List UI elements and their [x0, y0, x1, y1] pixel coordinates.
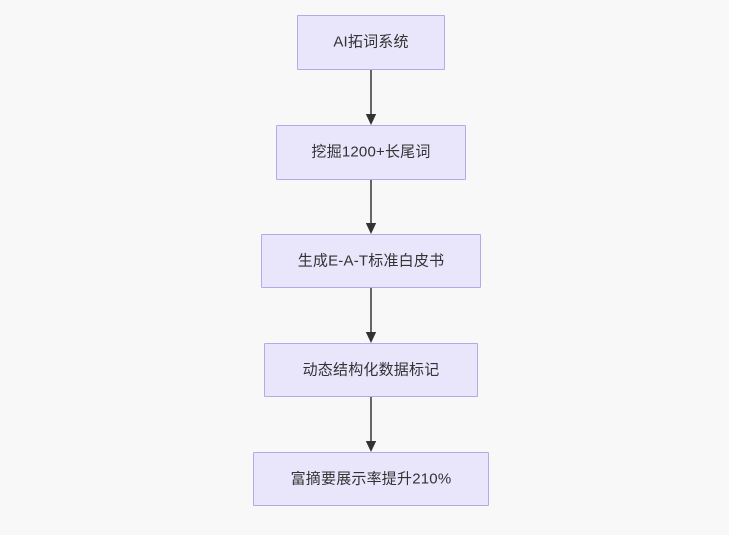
arrow-down-icon	[365, 288, 377, 343]
edge-node-3-to-node-4	[361, 288, 381, 344]
flow-node-label: 富摘要展示率提升210%	[290, 470, 452, 487]
flow-node-label: AI拓词系统	[333, 33, 409, 51]
flow-node-label: 动态结构化数据标记	[302, 361, 440, 378]
flow-node-ai-keyword-system[interactable]: AI拓词系统	[297, 15, 445, 70]
flow-node-generate-eat-whitepaper[interactable]: 生成E-A-T标准白皮书	[261, 234, 481, 288]
arrow-down-icon	[365, 397, 377, 452]
flow-node-mine-longtail-keywords[interactable]: 挖掘1200+长尾词	[276, 125, 466, 180]
flow-node-label: 生成E-A-T标准白皮书	[297, 252, 445, 269]
flow-node-label: 挖掘1200+长尾词	[311, 143, 431, 161]
flow-node-dynamic-structured-data-markup[interactable]: 动态结构化数据标记	[264, 343, 478, 397]
arrow-down-icon	[365, 70, 377, 125]
edge-node-1-to-node-2	[361, 70, 381, 126]
arrow-down-icon	[365, 180, 377, 234]
edge-node-2-to-node-3	[361, 180, 381, 235]
edge-node-4-to-node-5	[361, 397, 381, 453]
flow-node-rich-snippet-impression-uplift[interactable]: 富摘要展示率提升210%	[253, 452, 489, 506]
